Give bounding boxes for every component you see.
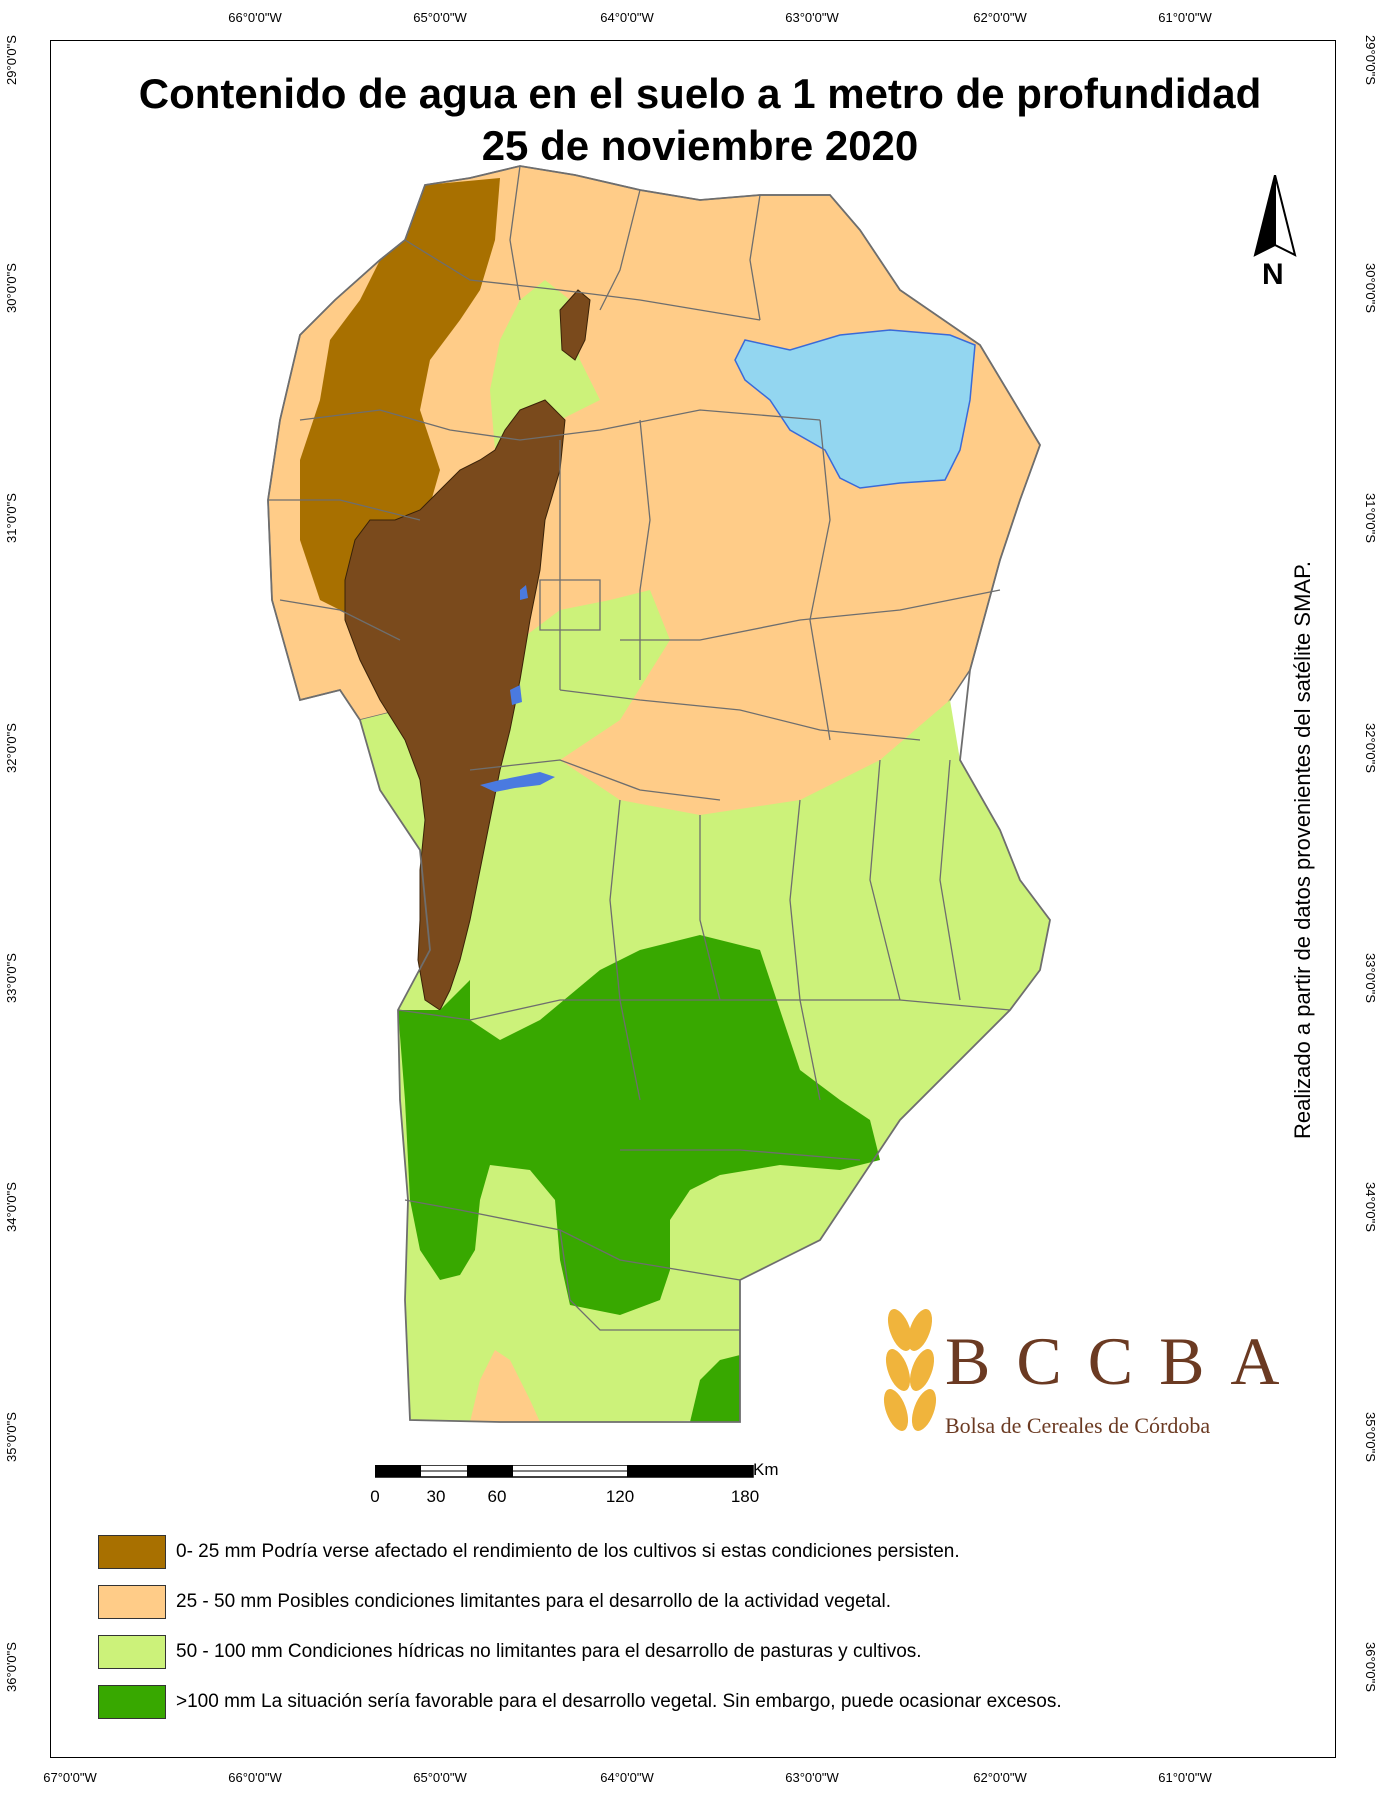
reservoir (510, 685, 522, 705)
lon-tick-bottom: 67°0'0"W (43, 1770, 97, 1785)
lon-tick-top: 64°0'0"W (600, 10, 654, 25)
map-title: Contenido de agua en el suelo a 1 metro … (138, 70, 1262, 117)
sierras-north (559, 289, 591, 361)
scale-label: 30 (426, 1487, 446, 1506)
lon-tick-bottom: 65°0'0"W (413, 1770, 467, 1785)
lon-tick-top: 62°0'0"W (973, 10, 1027, 25)
lagoon (734, 329, 976, 489)
logo-subtitle: Bolsa de Cereales de Córdoba (945, 1413, 1211, 1438)
zone-south-25-50 (470, 1350, 540, 1422)
legend-item: >100 mm La situación sería favorable par… (98, 1682, 1062, 1722)
lon-tick-bottom: 64°0'0"W (600, 1770, 654, 1785)
map-frame (50, 40, 1336, 1758)
legend-item: 0- 25 mm Podría verse afectado el rendim… (98, 1532, 960, 1572)
zone-southeast-100 (690, 1355, 740, 1422)
scale-label: 0 (370, 1487, 380, 1506)
scale-label: 120 (605, 1487, 635, 1506)
scale-bar (375, 1465, 754, 1478)
lon-tick-top: 65°0'0"W (413, 10, 467, 25)
reservoir (480, 772, 555, 792)
scale-label: 60 (487, 1487, 507, 1506)
lon-tick-bottom: 61°0'0"W (1158, 1770, 1212, 1785)
legend-swatch (98, 1585, 166, 1619)
province-outline (267, 165, 1051, 1423)
lon-tick-top: 63°0'0"W (785, 10, 839, 25)
legend-swatch (98, 1685, 166, 1719)
sierras-elevation (344, 399, 566, 1011)
legend-label: >100 mm La situación sería favorable par… (176, 1691, 1062, 1712)
lon-tick-top: 61°0'0"W (1158, 10, 1212, 25)
data-source-note: Realizado a partir de datos provenientes… (1290, 560, 1315, 1140)
scale-label: 180 (730, 1487, 760, 1506)
legend-label: 25 - 50 mm Posibles condiciones limitant… (176, 1591, 891, 1612)
scale-unit: Km (753, 1460, 779, 1479)
legend-swatch (98, 1635, 166, 1669)
lon-tick-top: 66°0'0"W (228, 10, 282, 25)
north-arrow-icon (1253, 175, 1297, 257)
logo-name: BCCBA (945, 1323, 1306, 1399)
zone-northwest-0-25 (300, 178, 500, 620)
zone-south-100 (398, 935, 880, 1315)
lon-tick-bottom: 66°0'0"W (228, 1770, 282, 1785)
lon-tick-bottom: 62°0'0"W (973, 1770, 1027, 1785)
lon-tick-bottom: 63°0'0"W (785, 1770, 839, 1785)
legend-label: 0- 25 mm Podría verse afectado el rendim… (176, 1541, 960, 1562)
bccba-logo-icon (883, 1309, 937, 1431)
department-boundaries (268, 165, 1011, 1331)
legend-label: 50 - 100 mm Condiciones hídricas no limi… (176, 1641, 922, 1662)
reservoir (520, 585, 528, 600)
legend-item: 25 - 50 mm Posibles condiciones limitant… (98, 1582, 891, 1622)
north-label: N (1262, 258, 1284, 291)
map-date: 25 de noviembre 2020 (481, 122, 919, 169)
legend-item: 50 - 100 mm Condiciones hídricas no limi… (98, 1632, 922, 1672)
legend-swatch (98, 1535, 166, 1569)
